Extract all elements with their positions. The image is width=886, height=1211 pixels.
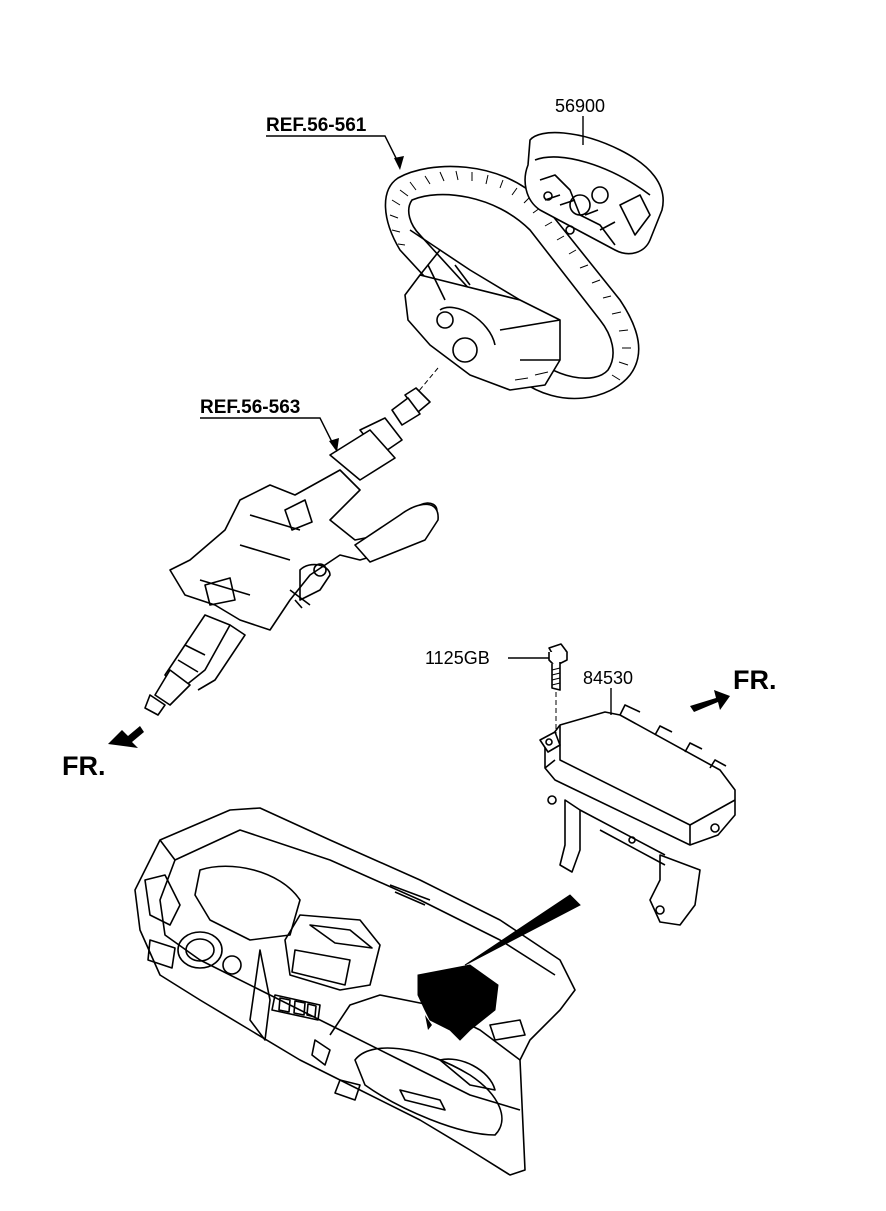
label-ref-56-561: REF.56-561 — [266, 115, 367, 136]
steering-wheel — [384, 165, 640, 400]
label-ref-56-563: REF.56-563 — [200, 397, 300, 418]
front-arrow-left-icon — [108, 726, 144, 748]
dashboard-crash-pad — [134, 807, 581, 1176]
label-56900: 56900 — [555, 96, 605, 116]
steering-column — [144, 367, 439, 716]
bolt-1125gb — [548, 643, 568, 735]
label-1125gb: 1125GB — [425, 648, 490, 668]
leader-ref-56-563 — [200, 417, 336, 449]
leader-lines — [200, 116, 612, 715]
front-arrow-right-icon — [690, 690, 730, 712]
label-fr-right: FR. — [733, 665, 777, 695]
label-84530: 84530 — [583, 668, 633, 688]
label-fr-left: FR. — [62, 751, 106, 781]
leader-ref-56-561 — [266, 135, 401, 167]
driver-airbag-module — [524, 131, 664, 255]
passenger-airbag-module — [539, 704, 736, 926]
